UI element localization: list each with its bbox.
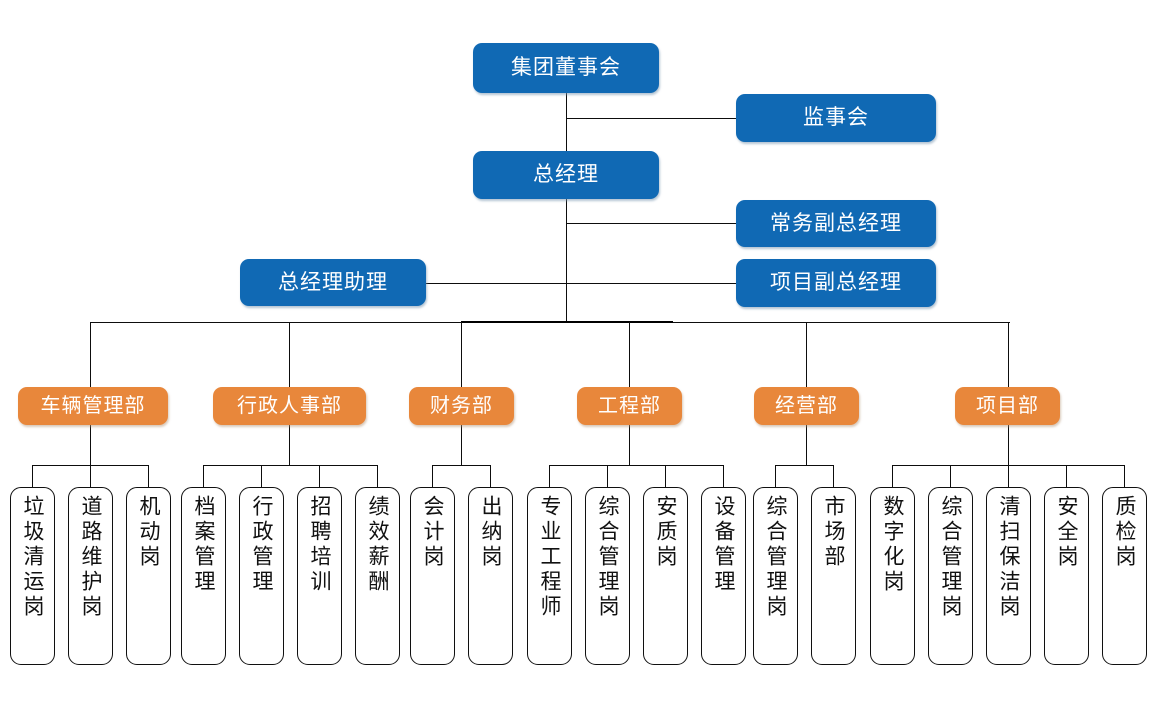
- department-bus-center-highlight: [461, 321, 673, 323]
- connector-dept6-post-4: [1066, 465, 1067, 488]
- post-label: 综合管理岗: [764, 495, 788, 620]
- node-group-board[interactable]: 集团董事会: [473, 43, 659, 93]
- connector-dept3-post-2: [490, 465, 491, 488]
- post-box[interactable]: 档案管理: [181, 487, 226, 665]
- node-department-engineering[interactable]: 工程部: [577, 387, 682, 425]
- connector-dept3-down: [461, 424, 462, 466]
- post-label: 行政管理: [250, 495, 274, 595]
- post-box[interactable]: 会计岗: [410, 487, 455, 665]
- post-label: 垃圾清运岗: [21, 495, 45, 620]
- post-label: 综合管理岗: [596, 495, 620, 620]
- post-box[interactable]: 综合管理岗: [928, 487, 973, 665]
- connector-gm-down: [566, 199, 567, 323]
- connector-dept5-post-1: [775, 465, 776, 488]
- post-label: 市场部: [822, 495, 846, 570]
- post-label: 安全岗: [1055, 495, 1079, 570]
- post-label: 机动岗: [137, 495, 161, 570]
- node-executive-deputy-gm[interactable]: 常务副总经理: [736, 200, 936, 247]
- connector-dept4-down: [629, 424, 630, 466]
- connector-dept2-post-4: [377, 465, 378, 488]
- connector-dept6-post-5: [1124, 465, 1125, 488]
- connector-dept5-down: [806, 424, 807, 466]
- connector-dept4-post-2: [607, 465, 608, 488]
- connector-dept4-post-4: [723, 465, 724, 488]
- node-project-deputy-gm[interactable]: 项目副总经理: [736, 259, 936, 307]
- connector-board-to-supervisors: [566, 118, 736, 119]
- connector-gm-to-project-deputy: [566, 283, 736, 284]
- post-label: 道路维护岗: [79, 495, 103, 620]
- connector-board-down: [566, 93, 567, 170]
- node-department-finance[interactable]: 财务部: [409, 387, 514, 425]
- connector-dept6-post-2: [950, 465, 951, 488]
- post-box[interactable]: 质检岗: [1102, 487, 1147, 665]
- connector-dept2-down: [289, 424, 290, 466]
- post-box[interactable]: 道路维护岗: [68, 487, 113, 665]
- connector-dept4-post-3: [665, 465, 666, 488]
- connector-gm-to-exec-deputy: [566, 223, 736, 224]
- post-label: 安质岗: [654, 495, 678, 570]
- node-department-admin-hr[interactable]: 行政人事部: [213, 387, 366, 425]
- node-general-manager[interactable]: 总经理: [473, 151, 659, 199]
- post-box[interactable]: 清扫保洁岗: [986, 487, 1031, 665]
- connector-gm-to-assistant: [425, 283, 567, 284]
- post-box[interactable]: 安质岗: [643, 487, 688, 665]
- post-label: 会计岗: [421, 495, 445, 570]
- post-box[interactable]: 行政管理: [239, 487, 284, 665]
- node-board-of-supervisors[interactable]: 监事会: [736, 94, 936, 142]
- connector-dept6-post-1: [892, 465, 893, 488]
- post-box[interactable]: 垃圾清运岗: [10, 487, 55, 665]
- connector-dept1-post-3: [148, 465, 149, 488]
- post-label: 数字化岗: [881, 495, 905, 595]
- post-box[interactable]: 综合管理岗: [585, 487, 630, 665]
- post-box[interactable]: 专业工程师: [527, 487, 572, 665]
- connector-dept2-bus: [203, 465, 377, 466]
- node-gm-assistant[interactable]: 总经理助理: [240, 259, 426, 306]
- connector-drop-dept-1: [90, 322, 91, 387]
- post-label: 出纳岗: [479, 495, 503, 570]
- post-box[interactable]: 安全岗: [1044, 487, 1089, 665]
- node-department-vehicle-management[interactable]: 车辆管理部: [18, 387, 168, 425]
- post-box[interactable]: 绩效薪酬: [355, 487, 400, 665]
- post-box[interactable]: 综合管理岗: [753, 487, 798, 665]
- post-label: 质检岗: [1113, 495, 1137, 570]
- post-label: 综合管理岗: [939, 495, 963, 620]
- node-department-operations[interactable]: 经营部: [754, 387, 859, 425]
- connector-drop-dept-4: [629, 322, 630, 387]
- post-label: 档案管理: [192, 495, 216, 595]
- connector-drop-dept-6: [1008, 322, 1009, 387]
- post-box[interactable]: 出纳岗: [468, 487, 513, 665]
- connector-drop-dept-3: [461, 322, 462, 387]
- connector-dept4-bus: [549, 465, 723, 466]
- post-box[interactable]: 市场部: [811, 487, 856, 665]
- node-department-project[interactable]: 项目部: [955, 387, 1060, 425]
- connector-dept4-post-1: [549, 465, 550, 488]
- connector-dept3-post-1: [432, 465, 433, 488]
- post-box[interactable]: 设备管理: [701, 487, 746, 665]
- post-label: 设备管理: [712, 495, 736, 595]
- connector-dept6-post-3: [1008, 465, 1009, 488]
- connector-dept6-down: [1008, 424, 1009, 466]
- connector-dept2-post-1: [203, 465, 204, 488]
- connector-drop-dept-2: [289, 322, 290, 387]
- connector-dept5-bus: [775, 465, 833, 466]
- post-label: 招聘培训: [308, 495, 332, 595]
- post-label: 清扫保洁岗: [997, 495, 1021, 620]
- post-label: 绩效薪酬: [366, 495, 390, 595]
- post-label: 专业工程师: [538, 495, 562, 620]
- connector-dept2-post-3: [319, 465, 320, 488]
- connector-dept5-post-2: [833, 465, 834, 488]
- connector-dept1-post-1: [32, 465, 33, 488]
- connector-dept2-post-2: [261, 465, 262, 488]
- post-box[interactable]: 机动岗: [126, 487, 171, 665]
- connector-dept1-post-2: [90, 465, 91, 488]
- connector-dept3-bus: [432, 465, 490, 466]
- post-box[interactable]: 数字化岗: [870, 487, 915, 665]
- connector-dept1-down: [90, 424, 91, 466]
- connector-drop-dept-5: [806, 322, 807, 387]
- post-box[interactable]: 招聘培训: [297, 487, 342, 665]
